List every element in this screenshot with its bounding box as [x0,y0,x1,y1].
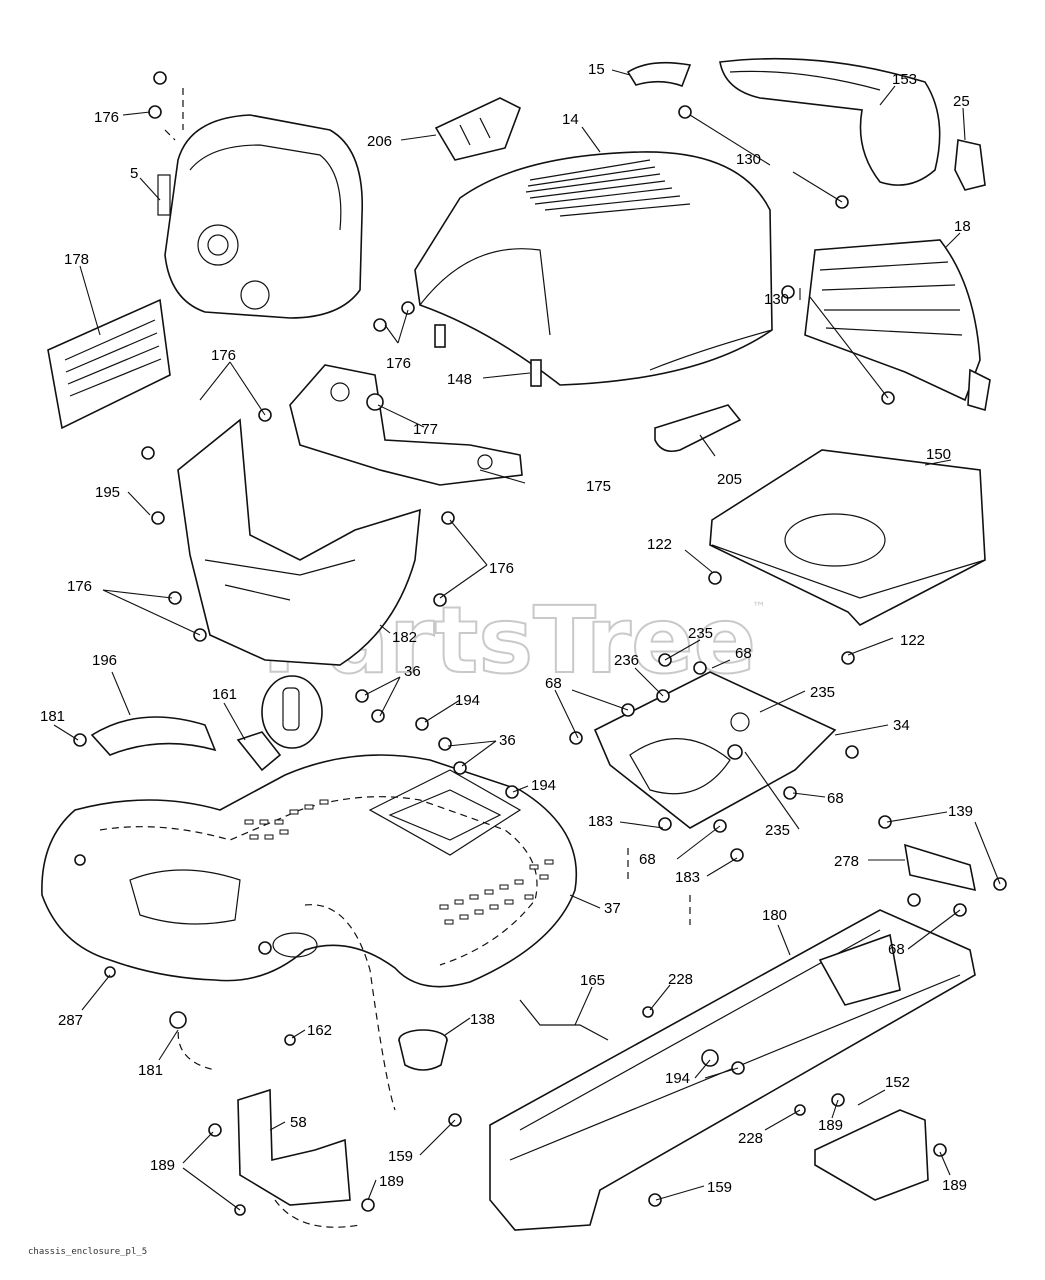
callout-194: 194 [531,777,556,794]
callout-68: 68 [827,790,844,807]
part-cap-25 [954,139,986,191]
callout-235: 235 [765,822,790,839]
callout-34: 34 [893,717,910,734]
callout-176: 176 [386,355,411,372]
part-cover-196 [90,716,217,756]
part-clip-15 [626,61,692,88]
callout-68: 68 [545,675,562,692]
callout-182: 182 [392,629,417,646]
callout-162: 162 [307,1022,332,1039]
seat-plate-guide [627,848,691,925]
callout-25: 25 [953,93,970,110]
callout-165: 165 [580,972,605,989]
callout-159: 159 [707,1179,732,1196]
callout-196: 196 [92,652,117,669]
callout-152: 152 [885,1074,910,1091]
callout-195: 195 [95,484,120,501]
callout-labels: 176 5 206 14 15 153 25 130 178 176 148 1… [40,61,973,1196]
callout-122: 122 [900,632,925,649]
cable-route-fender [304,904,396,1111]
part-switch-161 [236,731,282,772]
callout-228: 228 [668,971,693,988]
callout-189: 189 [150,1157,175,1174]
part-grommet [398,1029,448,1071]
callout-15: 15 [588,61,605,78]
callout-36: 36 [499,732,516,749]
part-bracket-278 [903,843,977,892]
part-detail-inset [261,675,323,749]
fasteners [73,71,1007,1216]
part-hood [414,151,773,387]
callout-181: 181 [40,708,65,725]
part-bracket-58 [237,1088,361,1228]
callout-161: 161 [212,686,237,703]
part-shield-152 [814,1109,929,1201]
callout-206: 206 [367,133,392,150]
callout-138: 138 [470,1011,495,1028]
callout-189: 189 [942,1177,967,1194]
callout-175: 175 [586,478,611,495]
callout-176: 176 [489,560,514,577]
callout-177: 177 [413,421,438,438]
callout-178: 178 [64,251,89,268]
cable-route-grommet [177,1019,216,1071]
callout-235: 235 [688,625,713,642]
part-cover-205 [654,404,742,453]
callout-287: 287 [58,1012,83,1029]
callout-122: 122 [647,536,672,553]
callout-130: 130 [736,151,761,168]
part-grille [804,239,991,412]
callout-176: 176 [94,109,119,126]
callout-183: 183 [588,813,613,830]
callout-205: 205 [717,471,742,488]
callout-58: 58 [290,1114,307,1131]
part-dash-panel [157,88,364,319]
callout-130: 130 [764,291,789,308]
callout-228: 228 [738,1130,763,1147]
callout-159: 159 [388,1148,413,1165]
part-bracket-206 [434,97,522,161]
callout-235: 235 [810,684,835,701]
callout-194: 194 [665,1070,690,1087]
callout-68: 68 [888,941,905,958]
part-headlight-153 [719,57,941,186]
callout-153: 153 [892,71,917,88]
callout-68: 68 [735,645,752,662]
callout-189: 189 [818,1117,843,1134]
part-lower-panel [177,418,421,666]
callout-37: 37 [604,900,621,917]
callout-36: 36 [404,663,421,680]
part-seat-plate [593,671,837,829]
callout-68: 68 [639,851,656,868]
diagram-footer-code: chassis_enclosure_pl_5 [28,1247,147,1257]
part-seat-pan [709,449,986,626]
callout-139: 139 [948,803,973,820]
callout-176: 176 [211,347,236,364]
callout-14: 14 [562,111,579,128]
callout-183: 183 [675,869,700,886]
callout-18: 18 [954,218,971,235]
leader-lines [53,69,1001,1211]
callout-278: 278 [834,853,859,870]
callout-236: 236 [614,652,639,669]
watermark-trademark: ™ [752,600,766,616]
callout-148: 148 [447,371,472,388]
part-steering-support [289,364,523,486]
callout-180: 180 [762,907,787,924]
part-rod-165 [519,999,609,1041]
part-fender [41,754,578,988]
hood-vents [525,159,691,217]
part-vent-panel [47,298,171,430]
callout-5: 5 [130,165,138,182]
fender-vent-holes [244,799,554,925]
callout-194: 194 [455,692,480,709]
callout-189: 189 [379,1173,404,1190]
callout-176: 176 [67,578,92,595]
callout-150: 150 [926,446,951,463]
callout-181: 181 [138,1062,163,1079]
